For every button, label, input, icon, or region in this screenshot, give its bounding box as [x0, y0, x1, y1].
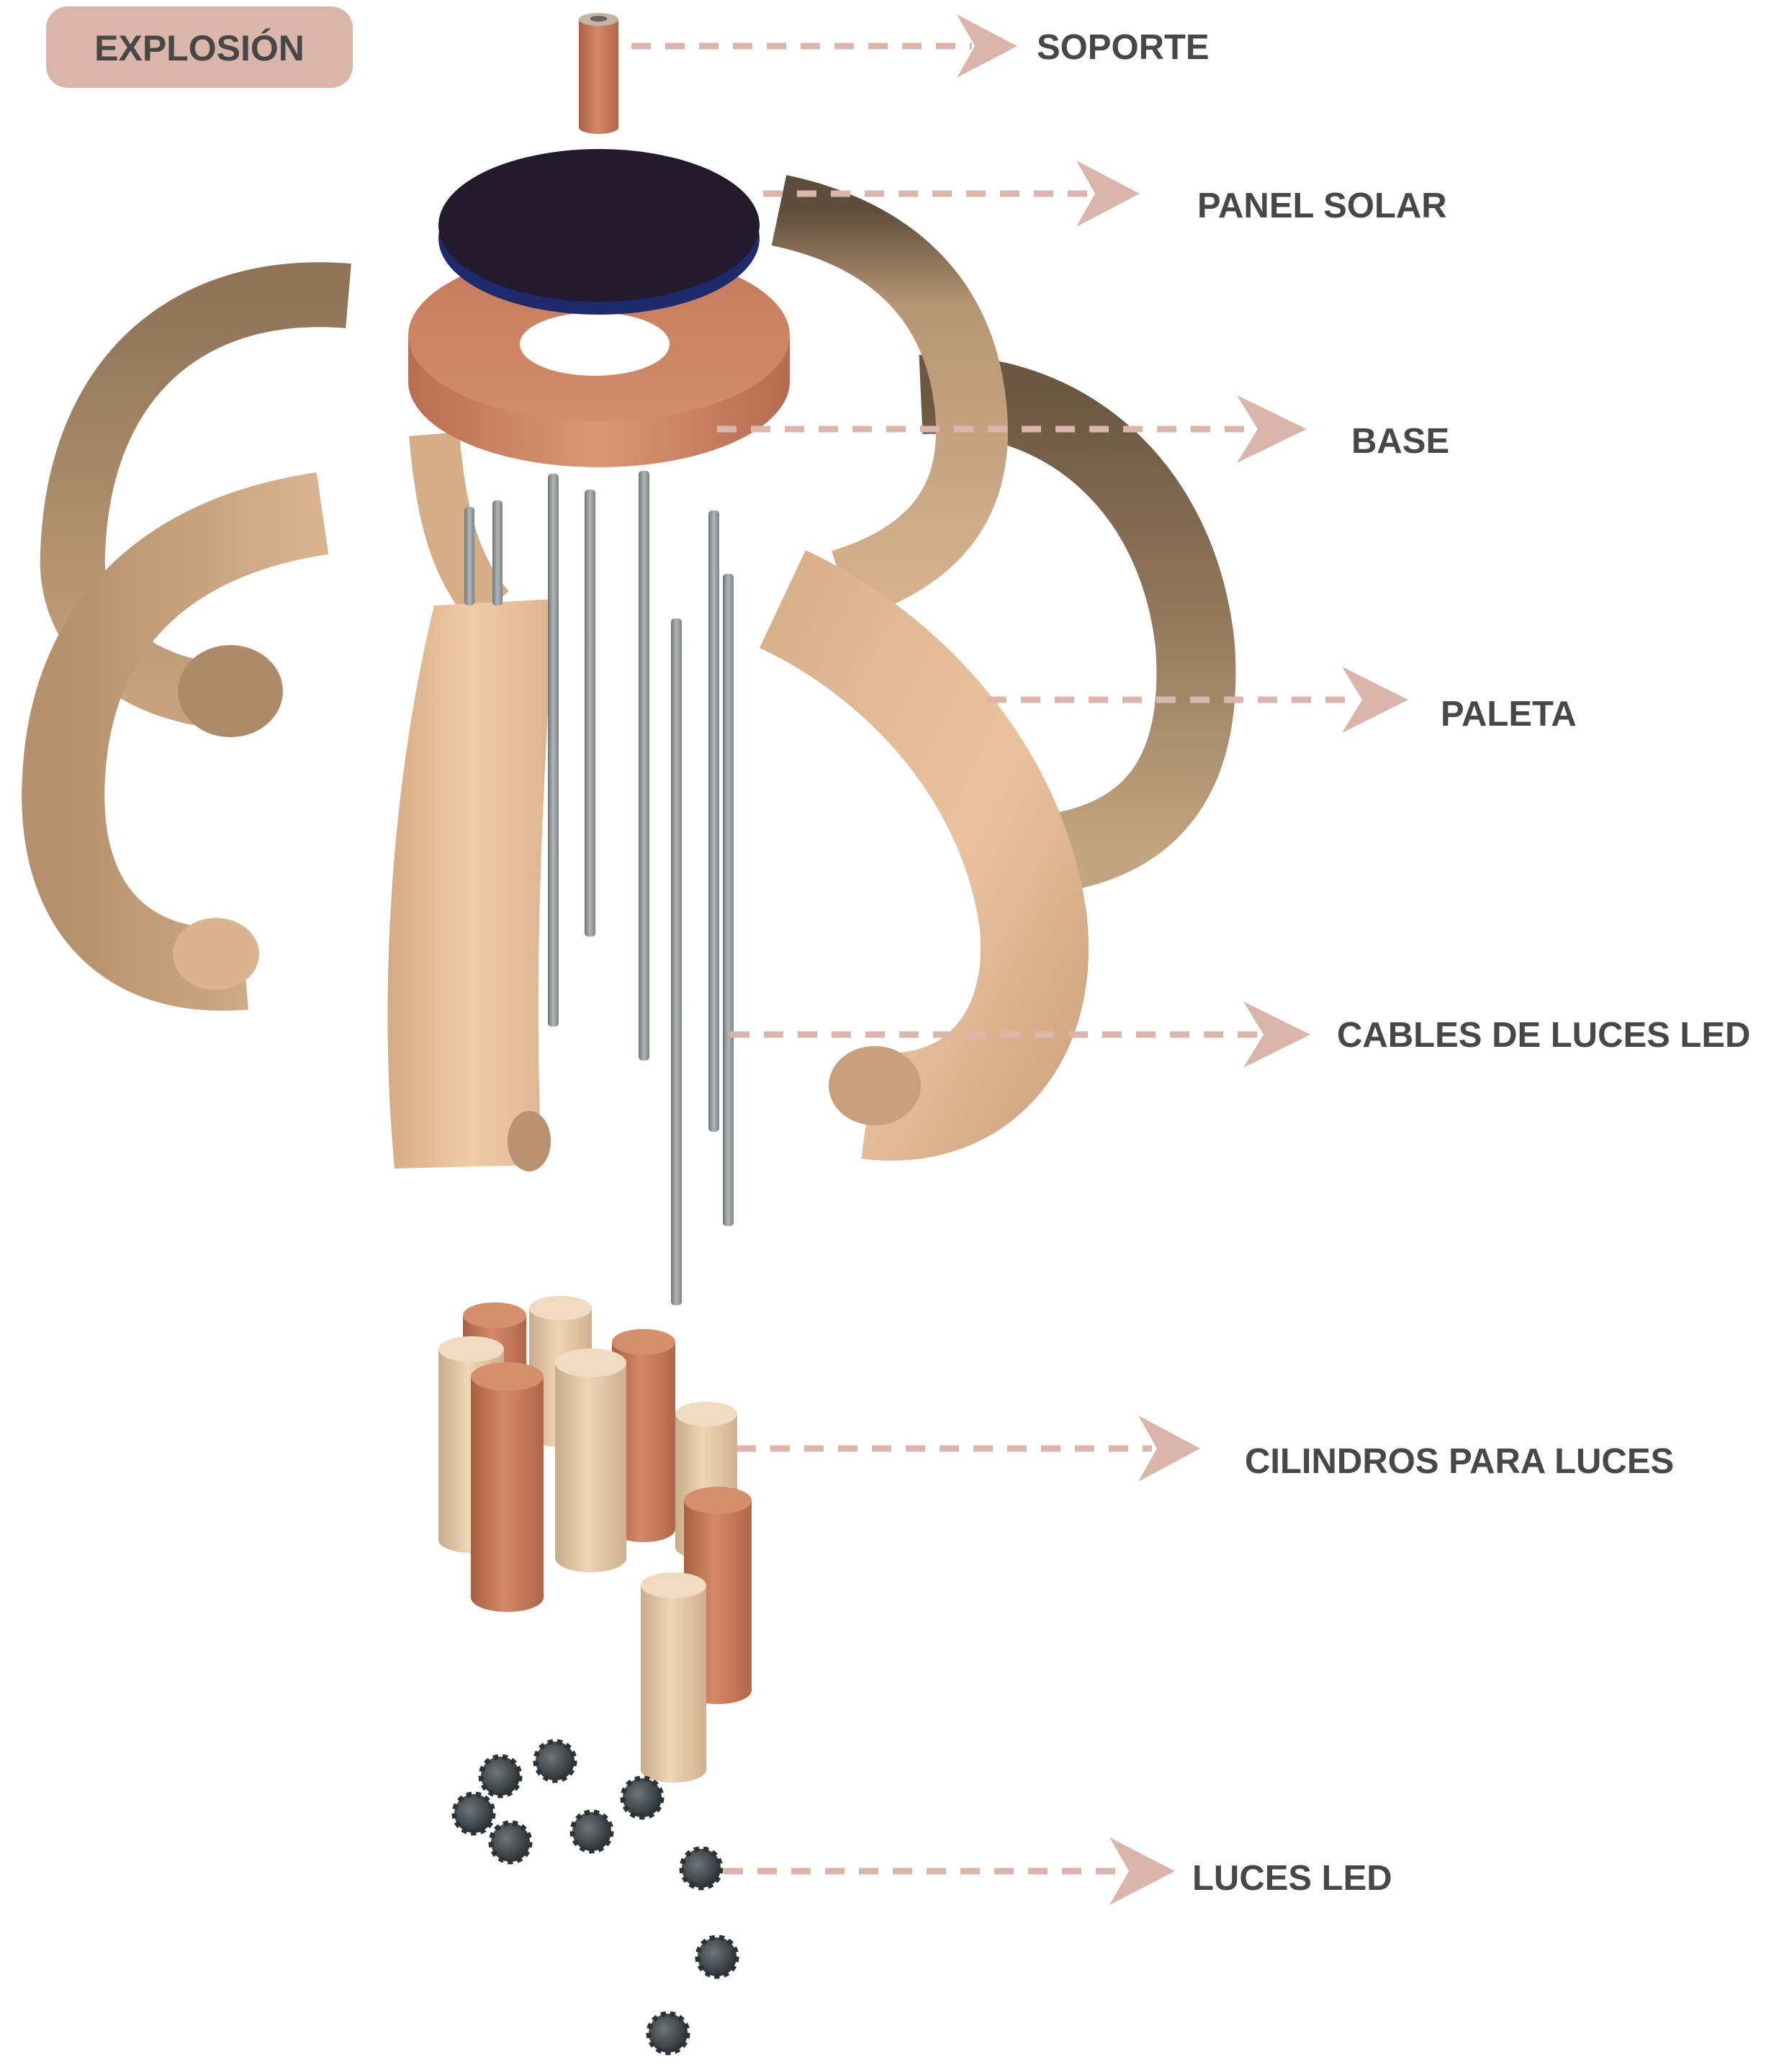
panel-solar-top — [438, 149, 760, 302]
cable-rod — [492, 500, 503, 605]
cable-rod — [548, 474, 559, 1027]
cilindro-top — [529, 1296, 592, 1320]
label-cilindros-para-luces: CILINDROS PARA LUCES — [1245, 1442, 1674, 1481]
label-base: BASE — [1351, 422, 1449, 461]
explosion-badge: EXPLOSIÓN — [46, 6, 353, 88]
paleta-ribbon — [63, 513, 323, 969]
led-light — [623, 1778, 662, 1817]
paleta-ribbon — [783, 599, 1035, 1107]
cilindro-top — [641, 1572, 706, 1598]
base-hole — [520, 312, 670, 376]
cilindro-top — [438, 1336, 504, 1362]
cilindro-terracota — [471, 1362, 544, 1612]
led-light — [682, 1849, 721, 1888]
cable-rod — [723, 574, 734, 1226]
cable-rod — [464, 507, 474, 605]
arrow-luces-led — [724, 1837, 1175, 1905]
cable-rod — [639, 471, 649, 1060]
paleta-curl — [178, 645, 283, 737]
label-luces-led: LUCES LED — [1192, 1859, 1392, 1898]
label-cables-luces-led: CABLES DE LUCES LED — [1337, 1016, 1750, 1055]
paleta-curl — [829, 1046, 921, 1125]
cable-rod — [585, 490, 595, 937]
led-light — [572, 1812, 611, 1851]
panel-solar-part — [438, 149, 760, 315]
soporte-part — [579, 13, 618, 134]
led-light — [698, 1937, 737, 1976]
led-light — [491, 1823, 530, 1862]
led-light — [454, 1794, 493, 1833]
label-panel-solar: PANEL SOLAR — [1197, 186, 1447, 225]
paleta-back-right-a — [779, 210, 972, 585]
badge-label: EXPLOSIÓN — [94, 28, 305, 68]
paleta-left-lower — [63, 513, 323, 990]
luces-led-part — [454, 1742, 737, 2053]
soporte-bottom — [579, 121, 618, 134]
paleta-ribbon — [434, 434, 490, 608]
paleta-curl — [508, 1111, 551, 1171]
cilindro-crema — [555, 1348, 626, 1572]
arrowhead-icon — [1237, 395, 1307, 463]
cable-rod — [708, 510, 719, 1132]
paleta-curl — [173, 918, 259, 990]
paleta-ribbon — [387, 599, 555, 1168]
cilindro-bottom — [555, 1544, 626, 1572]
cilindros-para-luces-part — [438, 1296, 752, 1783]
arrowhead-icon — [1109, 1837, 1175, 1905]
cilindro-body — [471, 1377, 544, 1598]
cilindro-top — [612, 1329, 675, 1355]
label-paleta: PALETA — [1441, 695, 1577, 734]
paleta-center-top — [434, 434, 490, 608]
led-light — [536, 1742, 575, 1780]
arrowhead-icon — [957, 14, 1017, 78]
cilindro-top — [684, 1487, 752, 1514]
soporte-body — [579, 19, 618, 127]
paleta-ribbon — [779, 210, 972, 585]
cilindro-top — [555, 1348, 626, 1377]
paleta-right-front — [783, 599, 1035, 1125]
cilindro-top — [463, 1302, 526, 1328]
arrow-cilindros-para-luces — [737, 1415, 1200, 1482]
led-light — [481, 1757, 520, 1796]
arrowhead-icon — [1342, 667, 1408, 733]
cilindro-body — [641, 1585, 706, 1770]
paleta-center-front — [387, 599, 555, 1171]
cable-rod — [671, 618, 682, 1305]
led-light — [649, 2014, 688, 2053]
soporte-cap — [590, 16, 608, 22]
cilindro-top — [675, 1402, 737, 1426]
cilindro-bottom — [641, 1757, 706, 1783]
cilindro-body — [555, 1363, 626, 1558]
cilindro-crema — [641, 1572, 706, 1783]
arrow-soporte — [631, 14, 1017, 78]
label-soporte: SOPORTE — [1037, 28, 1210, 67]
cilindro-bottom — [471, 1583, 544, 1612]
cilindro-top — [471, 1362, 544, 1391]
